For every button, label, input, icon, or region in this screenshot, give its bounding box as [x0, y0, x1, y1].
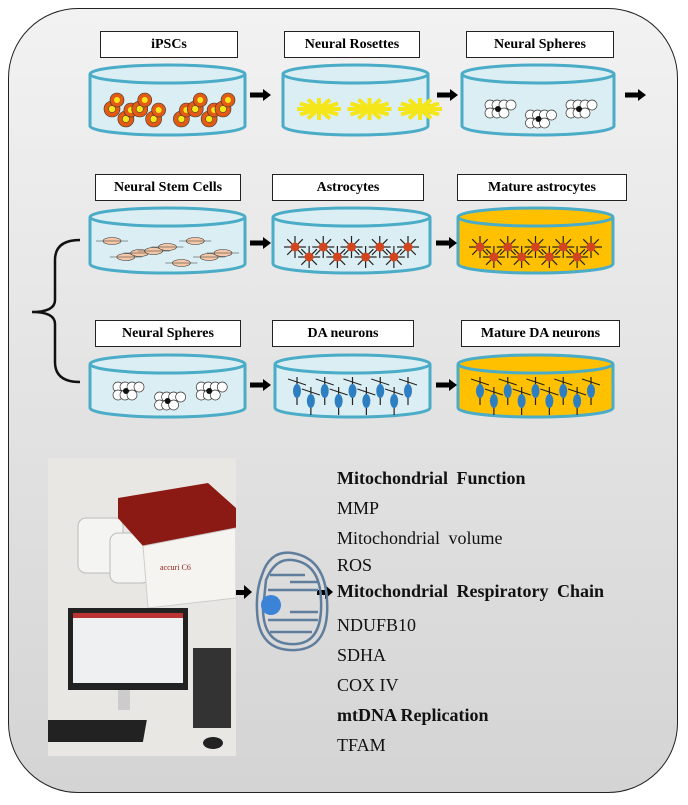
heading-mitochondrial-function: Mitochondrial Function — [337, 468, 526, 488]
arrow-icon — [437, 89, 458, 101]
mitochondrion-icon — [255, 551, 329, 652]
readout-tfam: TFAM — [337, 735, 386, 755]
brace-icon — [31, 238, 81, 384]
dish-mature-astrocytes — [456, 206, 615, 275]
arrow-icon — [436, 237, 457, 249]
arrow-icon — [436, 379, 457, 391]
label-neural-spheres: Neural Spheres — [466, 31, 614, 58]
dish-neural-stem-cells — [88, 206, 247, 275]
dish-da-neurons — [273, 353, 432, 419]
readout-cox-iv: COX IV — [337, 675, 399, 695]
label-neural-spheres-2: Neural Spheres — [95, 320, 241, 347]
cytometer-and-computer-icon: accuri C6 — [48, 483, 236, 749]
dish-ipscs — [88, 63, 247, 137]
arrow-icon — [625, 89, 646, 101]
label-neural-stem-cells: Neural Stem Cells — [95, 174, 241, 201]
flow-cytometer-photo: accuri C6 — [48, 458, 236, 756]
label-ipscs: iPSCs — [100, 31, 238, 58]
arrow-icon — [250, 379, 271, 391]
readout-sdha: SDHA — [337, 645, 387, 665]
svg-text:accuri C6: accuri C6 — [160, 563, 191, 572]
arrow-icon — [250, 89, 271, 101]
dish-neural-spheres — [460, 63, 616, 137]
label-neural-rosettes: Neural Rosettes — [284, 31, 420, 58]
dish-neural-spheres — [88, 353, 247, 419]
readout-mito-volume: Mitochondrial volume — [337, 528, 503, 548]
heading-mtdna-replication: mtDNA Replication — [337, 705, 489, 725]
heading-respiratory-chain: Mitochondrial Respiratory Chain — [337, 581, 604, 601]
arrow-icon — [250, 237, 271, 249]
label-mature-astrocytes: Mature astrocytes — [457, 174, 627, 201]
dish-mature-da-neurons — [456, 353, 615, 419]
dish-astrocytes — [271, 206, 432, 275]
readout-ros: ROS — [337, 555, 373, 575]
label-mature-da-neurons: Mature DA neurons — [461, 320, 620, 347]
label-astrocytes: Astrocytes — [272, 174, 424, 201]
arrow-icon — [236, 585, 252, 599]
readout-ndufb10: NDUFB10 — [337, 615, 417, 635]
label-da-neurons: DA neurons — [272, 320, 414, 347]
dish-neural-rosettes — [281, 63, 442, 137]
readout-mmp: MMP — [337, 498, 380, 518]
